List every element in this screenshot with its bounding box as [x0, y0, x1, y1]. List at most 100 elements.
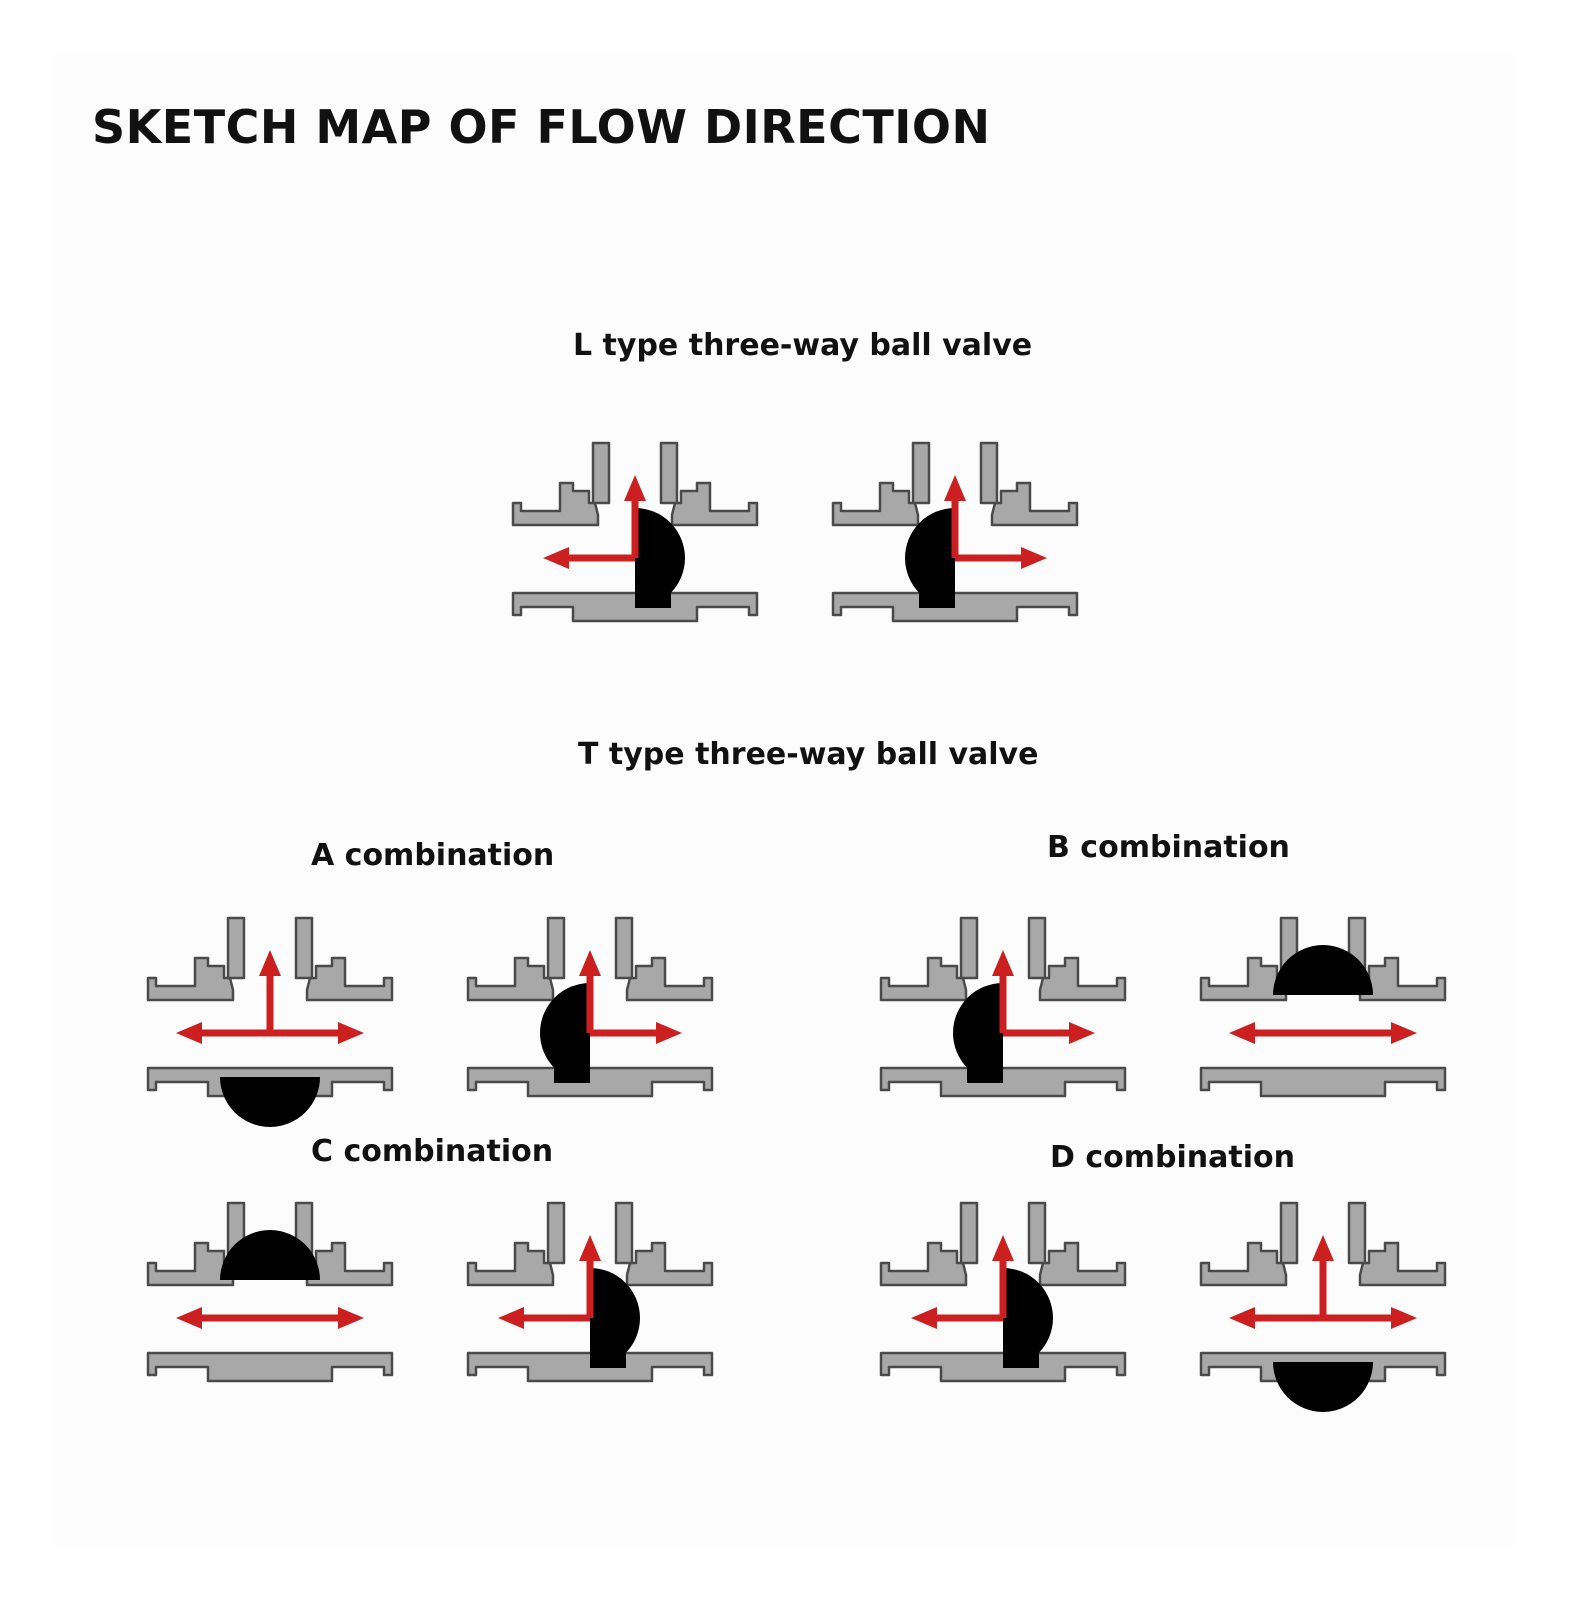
arrow-up-head	[992, 1235, 1014, 1261]
valve-diagram-a2	[466, 916, 714, 1108]
valve-diagram-b2	[1199, 916, 1447, 1108]
valve-body-left	[466, 1241, 555, 1287]
valve-body-stemL	[546, 916, 566, 980]
valve-diagram-c2	[466, 1201, 714, 1393]
arrow-left-head	[911, 1307, 937, 1329]
page-title: SKETCH MAP OF FLOW DIRECTION	[92, 100, 991, 154]
valve-body-bottom	[1199, 1066, 1447, 1098]
valve-svg	[466, 1201, 714, 1383]
valve-body-left	[146, 1241, 235, 1287]
valve-body-right	[625, 1241, 714, 1287]
arrow-left-head	[498, 1307, 524, 1329]
valve-body-stemR	[659, 441, 679, 505]
arrow-right-head	[1069, 1022, 1095, 1044]
arrow-up-head	[624, 475, 646, 501]
flow-arrows	[1229, 1022, 1417, 1044]
flow-arrows	[176, 1307, 364, 1329]
arrow-up-head	[579, 1235, 601, 1261]
c-combination-label: C combination	[311, 1134, 554, 1169]
valve-body-right	[305, 1241, 394, 1287]
flow-arrows	[944, 475, 1047, 569]
valve-body-stemL	[546, 1201, 566, 1265]
valve-body-bottom	[146, 1351, 394, 1383]
valve-diagram-a1	[146, 916, 394, 1127]
arrow-left-head	[1229, 1307, 1255, 1329]
valve-diagram-d1	[879, 1201, 1127, 1393]
diagram-panel	[55, 55, 1515, 1545]
b-combination-label: B combination	[1047, 830, 1290, 865]
valve-diagram-c1	[146, 1201, 394, 1393]
valve-svg	[146, 1201, 394, 1383]
valve-svg	[466, 916, 714, 1098]
arrow-right-head	[338, 1307, 364, 1329]
valve-body-stemL	[591, 441, 611, 505]
arrow-right-head	[656, 1022, 682, 1044]
valve-body-left	[511, 481, 600, 527]
valve-body-stemR	[1027, 1201, 1047, 1265]
flow-arrows	[1229, 1235, 1417, 1329]
valve-diagram-l2	[831, 441, 1079, 633]
arrow-up-head	[259, 950, 281, 976]
arrow-up-head	[944, 475, 966, 501]
arrow-up-head	[1312, 1235, 1334, 1261]
valve-body-stemL	[959, 916, 979, 980]
valve-ball-corner	[1003, 1348, 1039, 1368]
arrow-right-head	[338, 1022, 364, 1044]
valve-body-stemL	[226, 916, 246, 980]
valve-ball	[905, 508, 955, 608]
valve-ball-corner	[554, 1063, 590, 1083]
valve-ball-corner	[635, 588, 671, 608]
valve-body-stemL	[959, 1201, 979, 1265]
valve-body-left	[146, 956, 235, 1002]
valve-ball	[590, 1268, 640, 1368]
arrow-left-head	[176, 1307, 202, 1329]
valve-body-left	[466, 956, 555, 1002]
valve-ball-corner	[919, 588, 955, 608]
arrow-left-head	[543, 547, 569, 569]
valve-body-left	[879, 956, 968, 1002]
valve-body-right	[1358, 956, 1447, 1002]
arrow-left-head	[176, 1022, 202, 1044]
arrow-up-head	[992, 950, 1014, 976]
l-type-heading: L type three-way ball valve	[573, 328, 1033, 363]
valve-ball	[953, 983, 1003, 1083]
valve-svg	[1199, 916, 1447, 1098]
valve-ball	[220, 1230, 320, 1280]
flow-arrows	[579, 950, 682, 1044]
valve-body-stemR	[1027, 916, 1047, 980]
flow-arrows	[911, 1235, 1014, 1329]
valve-svg	[146, 916, 394, 1127]
d-combination-label: D combination	[1050, 1140, 1295, 1175]
flow-arrows	[543, 475, 646, 569]
valve-ball	[540, 983, 590, 1083]
valve-ball-corner	[967, 1063, 1003, 1083]
valve-svg	[511, 441, 759, 623]
t-type-heading: T type three-way ball valve	[578, 737, 1039, 772]
valve-ball	[220, 1077, 320, 1127]
valve-body-stemL	[911, 441, 931, 505]
arrow-right-head	[1391, 1307, 1417, 1329]
valve-body-right	[625, 956, 714, 1002]
valve-body-right	[670, 481, 759, 527]
valve-svg	[879, 1201, 1127, 1383]
valve-body-left	[1199, 1241, 1288, 1287]
valve-body-stemR	[614, 916, 634, 980]
valve-body-right	[990, 481, 1079, 527]
valve-ball	[1273, 945, 1373, 995]
valve-body-stemR	[1347, 1201, 1367, 1265]
valve-diagram-b1	[879, 916, 1127, 1108]
valve-ball	[1003, 1268, 1053, 1368]
valve-body-left	[831, 481, 920, 527]
flow-arrows	[176, 950, 364, 1044]
valve-svg	[879, 916, 1127, 1098]
flow-arrows	[992, 950, 1095, 1044]
arrow-up-head	[579, 950, 601, 976]
valve-body-right	[305, 956, 394, 1002]
arrow-right-head	[1391, 1022, 1417, 1044]
flow-arrows	[498, 1235, 601, 1329]
arrow-right-head	[1021, 547, 1047, 569]
valve-body-right	[1038, 1241, 1127, 1287]
valve-body-stemR	[614, 1201, 634, 1265]
valve-ball	[1273, 1362, 1373, 1412]
valve-body-left	[879, 1241, 968, 1287]
